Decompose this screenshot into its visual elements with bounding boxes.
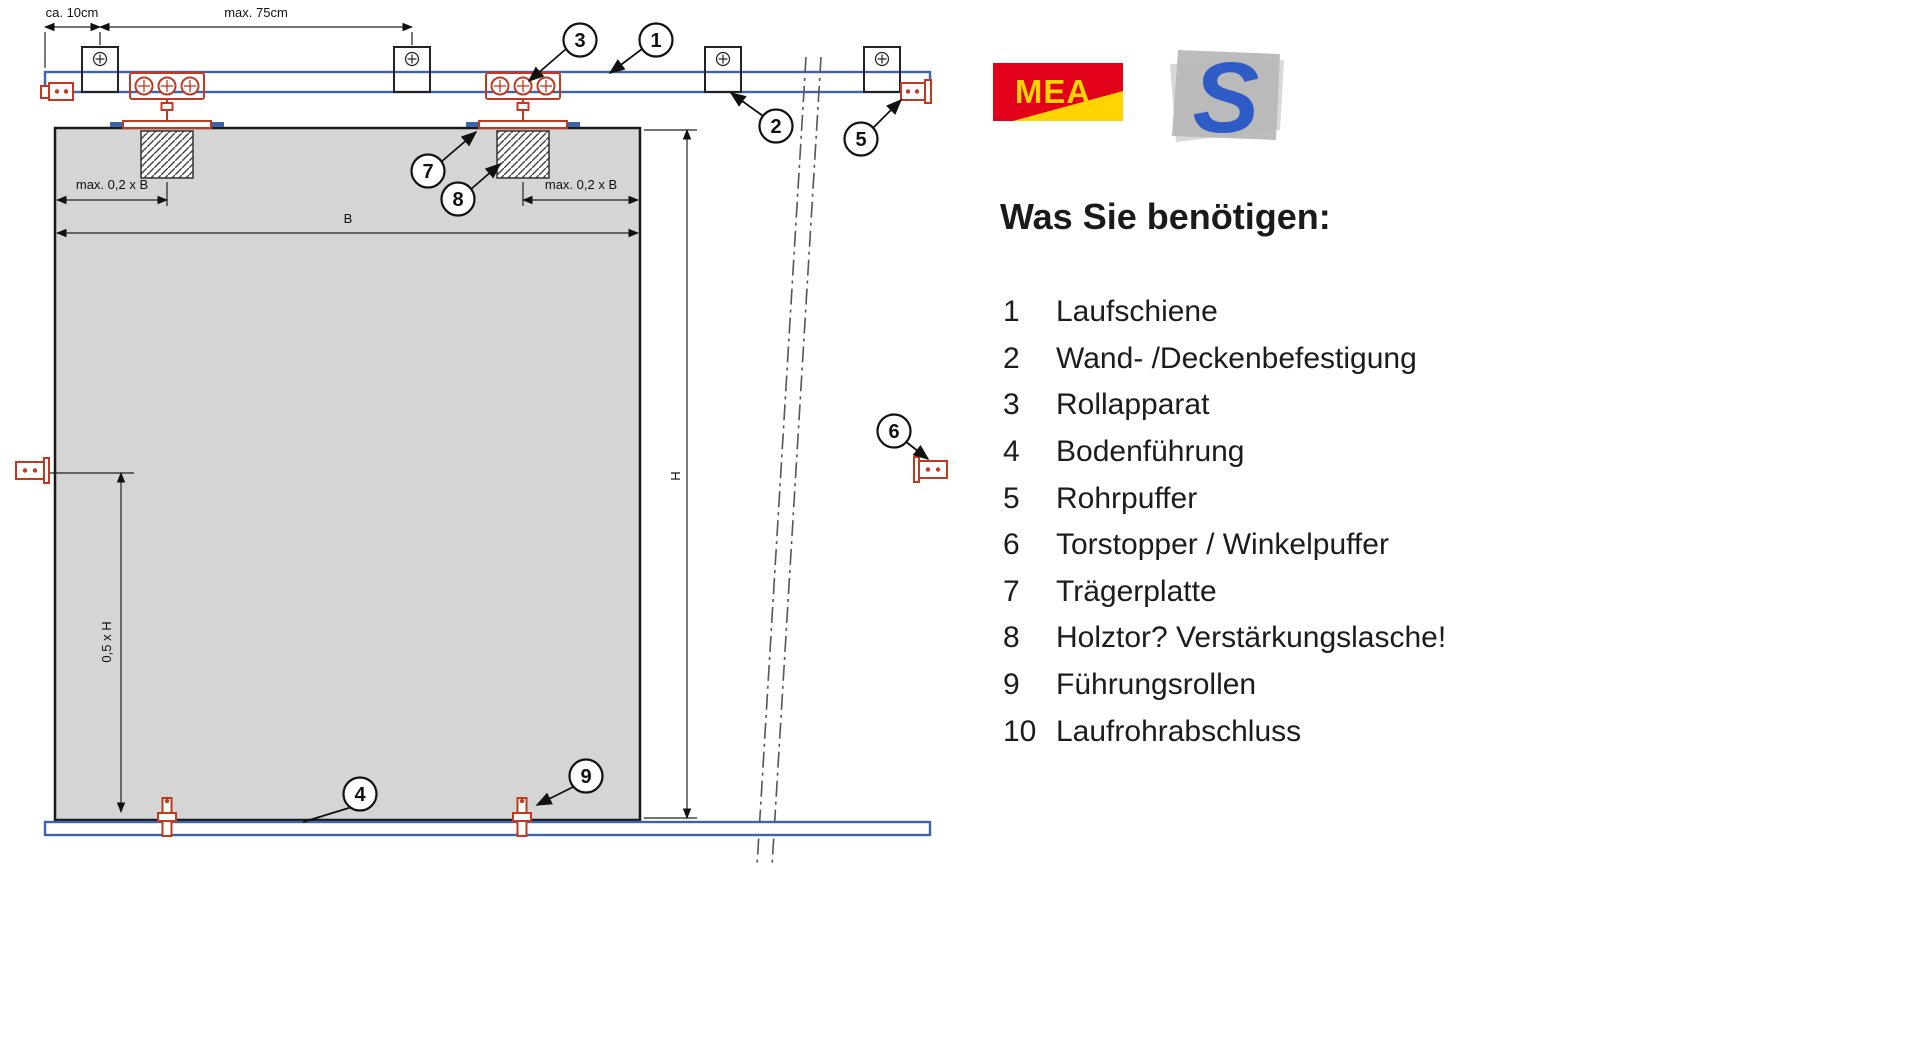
callout-3: 3 — [527, 22, 598, 83]
dim-ca10-label: ca. 10cm — [46, 5, 99, 20]
part-label: Laufrohrabschluss — [1056, 714, 1302, 748]
parts-item-3: 3 Rollapparat — [1003, 382, 1446, 429]
dim-max75-label: max. 75cm — [224, 5, 288, 20]
rohrpuffer-right — [900, 79, 932, 104]
svg-text:4: 4 — [354, 784, 366, 806]
svg-text:1: 1 — [650, 30, 661, 52]
parts-list-heading: Was Sie benötigen: — [1000, 196, 1331, 237]
door-panel — [53, 126, 642, 822]
mea-logo-text: MEA — [1015, 73, 1091, 110]
floor-guide-left — [157, 797, 177, 837]
part-label: Führungsrollen — [1056, 668, 1257, 702]
part-number: 3 — [1003, 388, 1020, 422]
wall-bracket-4 — [863, 46, 901, 93]
wall-bracket-3 — [704, 46, 742, 93]
parts-item-2: 2 Wand- /Deckenbefestigung — [1003, 336, 1446, 383]
dim-05h-label: 0,5 x H — [99, 621, 114, 662]
parts-item-8: 8 Holztor? Verstärkungslasche! — [1003, 615, 1446, 662]
floor-guide-right — [512, 797, 532, 837]
part-number: 7 — [1003, 574, 1020, 608]
parts-item-9: 9 Führungsrollen — [1003, 662, 1446, 709]
mea-logo-swoosh — [1013, 91, 1123, 121]
mea-logo: MEA — [993, 63, 1123, 121]
reinforcement-plate-right — [496, 130, 550, 179]
torstopper-right — [913, 456, 948, 483]
callout-4: 4 — [302, 776, 378, 823]
parts-item-1: 1 Laufschiene — [1003, 289, 1446, 336]
callout-6: 6 — [876, 413, 930, 460]
parts-item-4: 4 Bodenführung — [1003, 429, 1446, 476]
dimension-annotations: ca. 10cm max. 75cm max. 0,2 x B max. 0,2… — [43, 5, 697, 820]
part-number: 1 — [1003, 295, 1020, 329]
wall-bracket-1 — [81, 46, 119, 93]
parts-item-10: 10 Laufrohrabschluss — [1003, 708, 1446, 755]
callout-2: 2 — [729, 92, 794, 144]
svg-text:5: 5 — [855, 129, 866, 151]
parts-item-5: 5 Rohrpuffer — [1003, 475, 1446, 522]
svg-text:7: 7 — [422, 161, 433, 183]
dim-02b-left-label: max. 0,2 x B — [76, 177, 148, 192]
part-label: Rollapparat — [1056, 388, 1210, 422]
callout-5: 5 — [843, 98, 903, 157]
svg-text:9: 9 — [580, 766, 591, 788]
svg-text:2: 2 — [770, 116, 781, 138]
callout-9: 9 — [535, 758, 604, 806]
parts-item-7: 7 Trägerplatte — [1003, 569, 1446, 616]
part-number: 6 — [1003, 528, 1020, 562]
schiebetor-s-logo: S — [1168, 42, 1286, 154]
parts-list: 1 Laufschiene 2 Wand- /Deckenbefestigung… — [1003, 289, 1446, 755]
callout-7: 7 — [410, 130, 478, 189]
part-label: Laufschiene — [1056, 295, 1218, 329]
top-rail-laufschiene — [43, 70, 932, 94]
dim-b-label: B — [344, 211, 353, 226]
sliding-door-diagram: ca. 10cm max. 75cm max. 0,2 x B max. 0,2… — [15, 5, 948, 867]
rollapparat-left — [110, 72, 224, 179]
section-centerlines — [756, 56, 822, 867]
part-number: 4 — [1003, 435, 1020, 469]
part-number: 5 — [1003, 481, 1020, 515]
callout-1: 1 — [608, 22, 674, 74]
callout-8: 8 — [440, 162, 502, 217]
part-label: Wand- /Deckenbefestigung — [1056, 341, 1417, 375]
part-number: 10 — [1003, 714, 1037, 748]
reinforcement-plate-left — [140, 130, 194, 179]
wall-bracket-2 — [393, 46, 431, 93]
part-label: Torstopper / Winkelpuffer — [1056, 528, 1389, 562]
rail-end-cap-left — [40, 82, 74, 101]
part-label: Trägerplatte — [1056, 574, 1217, 608]
svg-text:6: 6 — [888, 421, 899, 443]
dim-02b-right-label: max. 0,2 x B — [545, 177, 617, 192]
part-number: 2 — [1003, 341, 1020, 375]
part-number: 9 — [1003, 668, 1020, 702]
part-number: 8 — [1003, 621, 1020, 655]
parts-item-6: 6 Torstopper / Winkelpuffer — [1003, 522, 1446, 569]
s-logo-brush-edge — [1170, 60, 1284, 142]
wall-guide-left — [15, 457, 50, 484]
svg-text:3: 3 — [574, 30, 585, 52]
part-label: Holztor? Verstärkungslasche! — [1056, 621, 1447, 655]
part-label: Bodenführung — [1056, 435, 1245, 469]
s-logo-letter: S — [1193, 44, 1260, 148]
rollapparat-right — [466, 72, 580, 179]
dim-h-label: H — [668, 471, 683, 480]
svg-text:8: 8 — [452, 189, 463, 211]
bottom-rail — [43, 820, 932, 837]
part-label: Rohrpuffer — [1056, 481, 1198, 515]
